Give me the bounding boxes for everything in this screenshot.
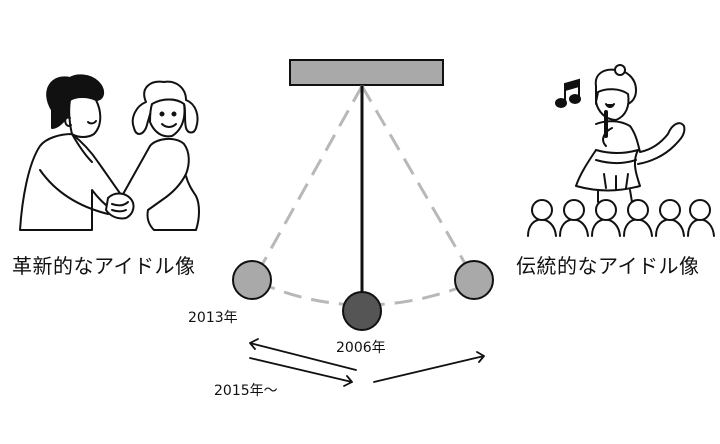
right-illustration: [527, 64, 715, 237]
man-arm: [39, 169, 109, 215]
idol-bun: [614, 64, 626, 76]
girl-face: [149, 98, 186, 138]
girl-smile: [161, 123, 177, 128]
pendulum-bob-center: [342, 291, 382, 331]
year-label-2006: 2006年: [336, 340, 386, 356]
label-traditional-idol: 伝統的なアイドル像: [516, 254, 700, 278]
girl-body: [146, 138, 200, 231]
audience: [527, 199, 715, 237]
idol-arm-left: [602, 127, 613, 147]
pendulum-bob-right: [454, 260, 494, 300]
year-label-2013: 2013年: [188, 310, 238, 326]
man-ear: [64, 116, 72, 127]
idol-body: [595, 120, 686, 165]
girl-eye-left: [159, 111, 165, 117]
label-innovative-idol: 革新的なアイドル像: [12, 254, 196, 278]
left-illustration: [19, 74, 200, 231]
man-collar: [71, 133, 93, 163]
idol-waist: [595, 149, 639, 154]
arrow-to-right: [373, 351, 485, 383]
pendulum-bob-left: [232, 260, 272, 300]
music-note-icon: [555, 78, 581, 108]
girl-arm: [121, 145, 151, 197]
arrow-2015-to-center: [249, 357, 353, 387]
man-face: [68, 96, 102, 138]
man-body: [19, 133, 123, 231]
man-smile: [87, 120, 97, 125]
idol-mouth: [605, 103, 615, 108]
idol-legs: [597, 189, 633, 203]
year-label-2015: 2015年〜: [214, 383, 278, 399]
swing-arrows: [249, 338, 485, 387]
idol-skirt: [575, 149, 641, 192]
pendulum-rod-left-dashed: [256, 85, 364, 273]
arrow-2013-to-left: [249, 338, 357, 371]
girl-eye-right: [171, 111, 177, 117]
pendulum-rod-right-dashed: [360, 85, 472, 273]
pendulum-mount-bar: [289, 59, 444, 86]
pendulum: [232, 59, 494, 331]
